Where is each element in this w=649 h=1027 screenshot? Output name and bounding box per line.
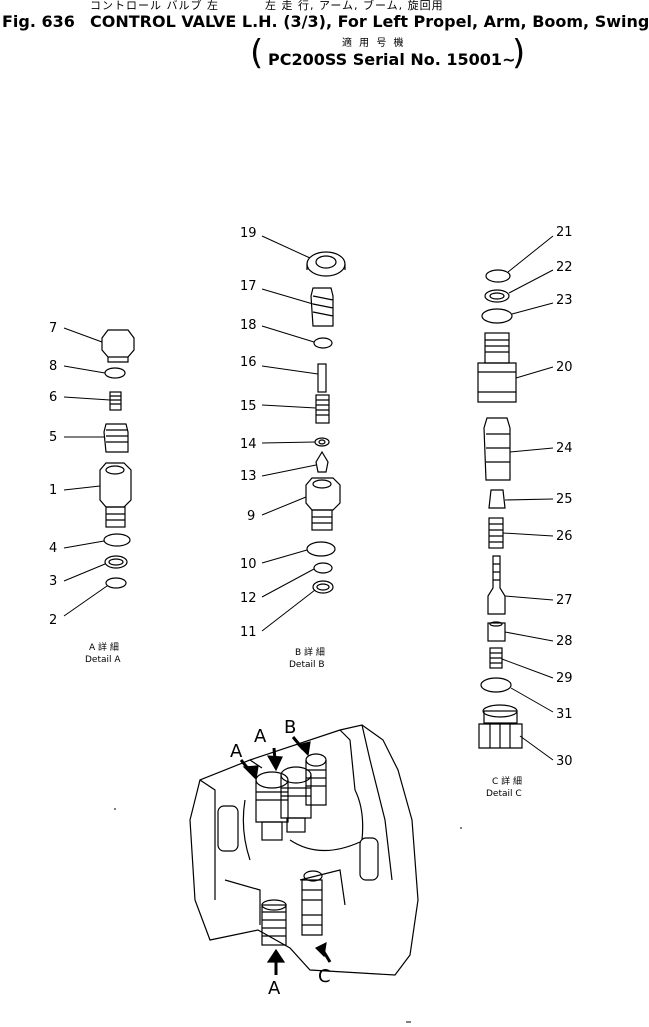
marker-a-top: A — [254, 726, 267, 747]
marker-a-bottom: A — [268, 978, 281, 999]
japanese-title: コントロール バルブ 左左 走 行, アーム, ブーム, 旋回用 — [90, 0, 444, 12]
callout-28: 28 — [556, 634, 573, 649]
callout-18: 18 — [240, 318, 257, 333]
applicability-label: 適 用 号 機 — [342, 38, 406, 49]
marker-b: B — [284, 717, 296, 738]
detail-a-jp: A 詳 細 — [89, 641, 119, 653]
callout-5: 5 — [49, 430, 57, 445]
callout-22: 22 — [556, 260, 573, 275]
figure-number: Fig. 636 — [2, 12, 75, 31]
detail-c-label: Detail C — [486, 789, 522, 799]
callout-30: 30 — [556, 754, 573, 769]
callout-15: 15 — [240, 399, 257, 414]
detail-b-label: Detail B — [289, 660, 325, 670]
callout-9: 9 — [247, 509, 255, 524]
exploded-diagram: 7 8 6 5 1 4 3 2 19 17 18 16 15 14 13 9 1… — [49, 225, 573, 1023]
callout-19: 19 — [240, 226, 257, 241]
callout-6: 6 — [49, 390, 57, 405]
callout-25: 25 — [556, 492, 573, 507]
callout-3: 3 — [49, 574, 57, 589]
detail-b-parts — [305, 251, 346, 594]
figure-title: CONTROL VALVE L.H. (3/3), For Left Prope… — [90, 12, 649, 31]
callout-8: 8 — [49, 359, 57, 374]
callout-11: 11 — [240, 625, 257, 640]
scan-specks — [114, 808, 462, 1023]
callout-13: 13 — [240, 469, 257, 484]
callout-labels: 7 8 6 5 1 4 3 2 19 17 18 16 15 14 13 9 1… — [49, 225, 573, 999]
callout-17: 17 — [240, 279, 257, 294]
callout-27: 27 — [556, 593, 573, 608]
callout-7: 7 — [49, 321, 57, 336]
callout-1: 1 — [49, 483, 57, 498]
callout-20: 20 — [556, 360, 573, 375]
callout-4: 4 — [49, 541, 57, 556]
callout-16: 16 — [240, 355, 257, 370]
callout-2: 2 — [49, 613, 57, 628]
left-paren: ( — [250, 33, 264, 73]
leader-lines — [63, 235, 554, 761]
detail-c-jp: C 詳 細 — [492, 775, 522, 787]
detail-b-jp: B 詳 細 — [295, 646, 325, 658]
callout-12: 12 — [240, 591, 257, 606]
callout-21: 21 — [556, 225, 573, 240]
marker-a-left: A — [230, 741, 243, 762]
detail-a-label: Detail A — [85, 655, 121, 665]
callout-23: 23 — [556, 293, 573, 308]
marker-c: C — [318, 966, 331, 987]
callout-14: 14 — [240, 437, 257, 452]
valve-assembly — [189, 724, 419, 976]
callout-10: 10 — [240, 557, 257, 572]
callout-26: 26 — [556, 529, 573, 544]
detail-a-parts — [99, 329, 135, 589]
serial-number: PC200SS Serial No. 15001~ — [268, 50, 516, 69]
callout-24: 24 — [556, 441, 573, 456]
view-arrows — [239, 736, 332, 975]
right-paren: ) — [512, 33, 526, 73]
callout-31: 31 — [556, 707, 573, 722]
detail-c-parts — [477, 269, 523, 749]
callout-29: 29 — [556, 671, 573, 686]
